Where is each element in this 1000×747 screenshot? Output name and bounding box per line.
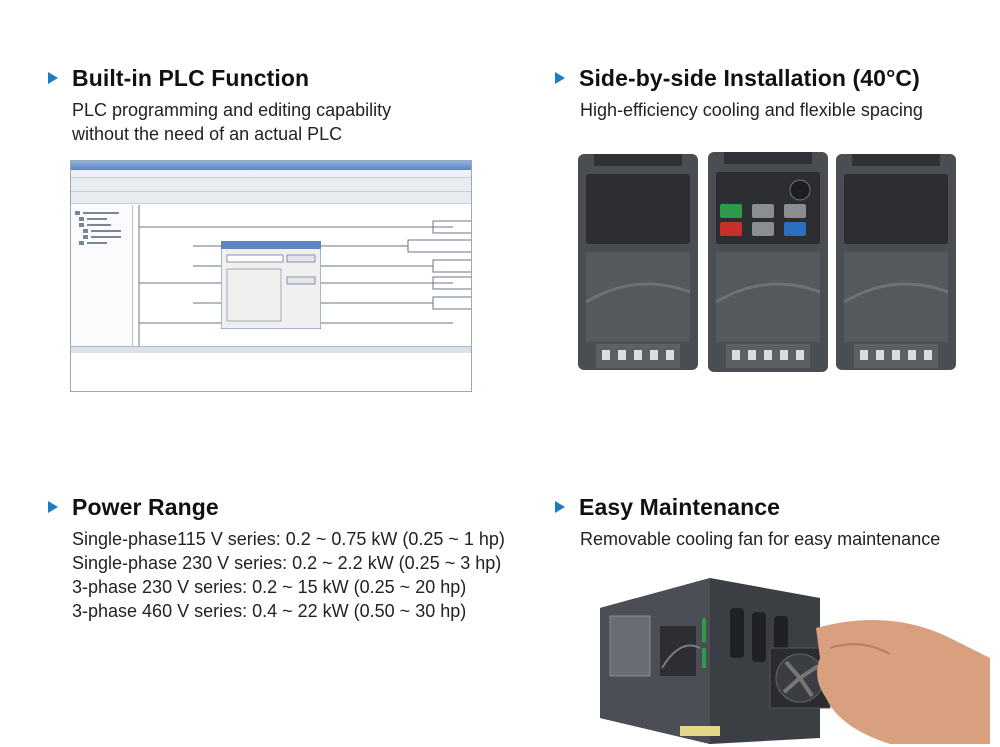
window-titlebar bbox=[71, 161, 471, 170]
plc-description: PLC programming and editing capability w… bbox=[48, 98, 391, 146]
triangle-bullet-icon bbox=[48, 501, 58, 513]
heading-side-title: Side-by-side Installation (40°C) bbox=[579, 64, 920, 91]
inverter-drive-center bbox=[708, 152, 828, 372]
plc-desc-line: PLC programming and editing capability bbox=[72, 100, 392, 120]
heading-power-title: Power Range bbox=[72, 493, 219, 520]
triangle-bullet-icon bbox=[555, 72, 565, 84]
side-description: High-efficiency cooling and flexible spa… bbox=[555, 98, 923, 122]
heading-plc-title: Built-in PLC Function bbox=[72, 64, 310, 91]
fan-removal-photo bbox=[600, 578, 990, 744]
plc-software-screenshot bbox=[70, 160, 472, 392]
dialog-window bbox=[221, 241, 321, 329]
heading-plc: Built-in PLC Function bbox=[48, 63, 391, 93]
heading-power: Power Range bbox=[48, 492, 505, 522]
maint-description: Removable cooling fan for easy maintenan… bbox=[555, 527, 940, 551]
triangle-bullet-icon bbox=[555, 501, 565, 513]
section-power-range: Power Range Single-phase115 V series: 0.… bbox=[48, 492, 505, 623]
section-side-by-side: Side-by-side Installation (40°C) High-ef… bbox=[555, 63, 923, 122]
triangle-bullet-icon bbox=[48, 72, 58, 84]
power-desc-line: 3-phase 230 V series: 0.2 ~ 15 kW (0.25 … bbox=[72, 577, 467, 597]
tree-nodes bbox=[75, 211, 121, 245]
power-desc-line: 3-phase 460 V series: 0.4 ~ 22 kW (0.50 … bbox=[72, 601, 467, 621]
inverter-drive-left bbox=[578, 154, 698, 370]
window-toolbar bbox=[71, 178, 471, 192]
project-tree-panel bbox=[71, 205, 133, 348]
heading-maint: Easy Maintenance bbox=[555, 492, 940, 522]
window-menubar bbox=[71, 170, 471, 178]
heading-maint-title: Easy Maintenance bbox=[579, 493, 781, 520]
section-easy-maintenance: Easy Maintenance Removable cooling fan f… bbox=[555, 492, 940, 551]
window-statusbar bbox=[71, 346, 471, 353]
heading-side: Side-by-side Installation (40°C) bbox=[555, 63, 923, 93]
power-description: Single-phase115 V series: 0.2 ~ 0.75 kW … bbox=[48, 527, 505, 623]
power-desc-line: Single-phase115 V series: 0.2 ~ 0.75 kW … bbox=[72, 529, 505, 549]
section-plc: Built-in PLC Function PLC programming an… bbox=[48, 63, 391, 146]
power-desc-line: Single-phase 230 V series: 0.2 ~ 2.2 kW … bbox=[72, 553, 502, 573]
window-toolbar-secondary bbox=[71, 192, 471, 204]
inverter-drive-right bbox=[836, 154, 956, 370]
plc-desc-line: without the need of an actual PLC bbox=[72, 124, 343, 144]
side-desc-line: High-efficiency cooling and flexible spa… bbox=[580, 100, 923, 120]
maint-desc-line: Removable cooling fan for easy maintenan… bbox=[580, 529, 941, 549]
